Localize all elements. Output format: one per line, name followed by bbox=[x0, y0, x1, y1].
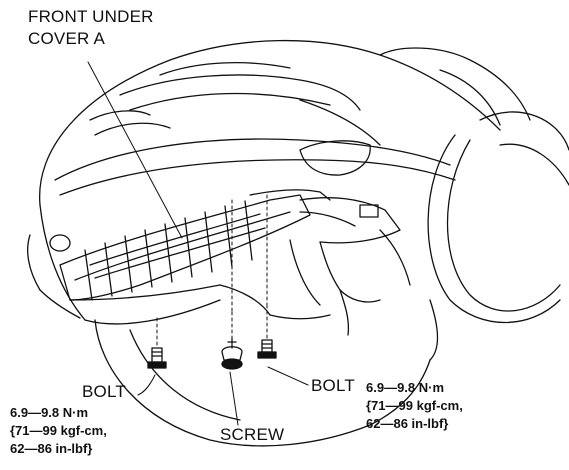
lower-body bbox=[94, 299, 439, 447]
spec-left-line-3: 62—86 in-lbf} bbox=[10, 441, 93, 456]
spec-left-line-2: {71—99 kgf-cm, bbox=[10, 423, 107, 438]
bolt-right-label: BOLT bbox=[311, 376, 355, 395]
engine-underside bbox=[269, 197, 411, 336]
bolt-right-icon bbox=[257, 339, 277, 359]
spec-right-line-1: 6.9—9.8 N·m bbox=[366, 380, 445, 395]
screw-icon bbox=[221, 337, 243, 370]
cover-label-line-1: FRONT UNDER bbox=[28, 7, 154, 26]
bolt-left-icon bbox=[147, 347, 167, 369]
cover-label: FRONT UNDER COVER A bbox=[28, 8, 154, 48]
bolt-left-label: BOLT bbox=[82, 382, 126, 401]
screw-label: SCREW bbox=[220, 425, 285, 444]
bolt-left-torque-spec: 6.9—9.8 N·m {71—99 kgf-cm, 62—86 in-lbf} bbox=[10, 404, 107, 458]
spec-right-line-2: {71—99 kgf-cm, bbox=[366, 398, 463, 413]
bumper-outline bbox=[27, 39, 531, 325]
front-under-cover-panel bbox=[59, 189, 331, 316]
bumper-details bbox=[49, 110, 371, 252]
spec-left-line-1: 6.9—9.8 N·m bbox=[10, 405, 89, 420]
bolt-right-torque-spec: 6.9—9.8 N·m {71—99 kgf-cm, 62—86 in-lbf} bbox=[366, 379, 463, 433]
leader-lines bbox=[87, 61, 309, 426]
cover-label-line-2: COVER A bbox=[28, 28, 105, 48]
spec-right-line-3: 62—86 in-lbf} bbox=[366, 416, 449, 431]
wheel-outline bbox=[427, 111, 569, 324]
